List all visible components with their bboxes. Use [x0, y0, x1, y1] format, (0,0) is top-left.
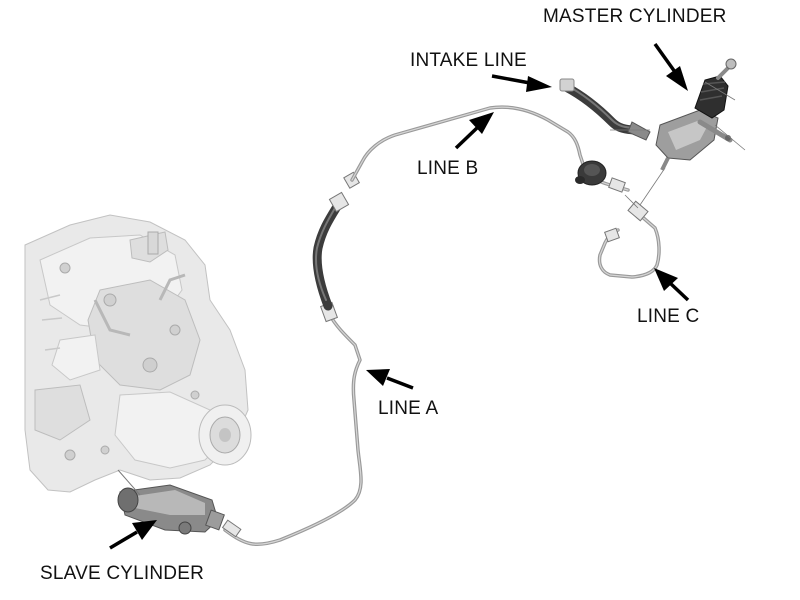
arrow-pointer-icon [469, 112, 494, 134]
intake-line-hose [559, 78, 651, 141]
arrow-pointer-icon [132, 520, 157, 540]
line-b-pipe [350, 105, 630, 193]
arrow-master-cylinder [653, 42, 688, 91]
label-line-b: LINE B [417, 158, 479, 179]
flex-hose [312, 171, 361, 311]
master-cylinder-part [655, 58, 746, 171]
arrow-pointer-icon [526, 76, 552, 92]
label-line-a: LINE A [378, 398, 439, 419]
arrow-slave-cylinder [109, 520, 157, 550]
arrow-pointer-icon [654, 268, 678, 291]
arrow-line-a [366, 369, 414, 390]
line-a-pipe [221, 301, 363, 547]
arrow-line-c [654, 268, 690, 302]
label-line-c: LINE C [637, 306, 700, 327]
arrow-pointer-icon [666, 66, 688, 91]
label-slave-cylinder: SLAVE CYLINDER [40, 563, 205, 584]
arrow-line-b [454, 112, 494, 150]
line-c-pipe [597, 167, 666, 279]
arrow-pointer-icon [366, 369, 390, 386]
label-master-cylinder: MASTER CYLINDER [543, 6, 727, 27]
transmission-illustration [24, 214, 252, 493]
slave-cylinder-part [117, 469, 225, 535]
arrow-intake-line [491, 74, 552, 92]
label-intake-line: INTAKE LINE [410, 50, 527, 71]
